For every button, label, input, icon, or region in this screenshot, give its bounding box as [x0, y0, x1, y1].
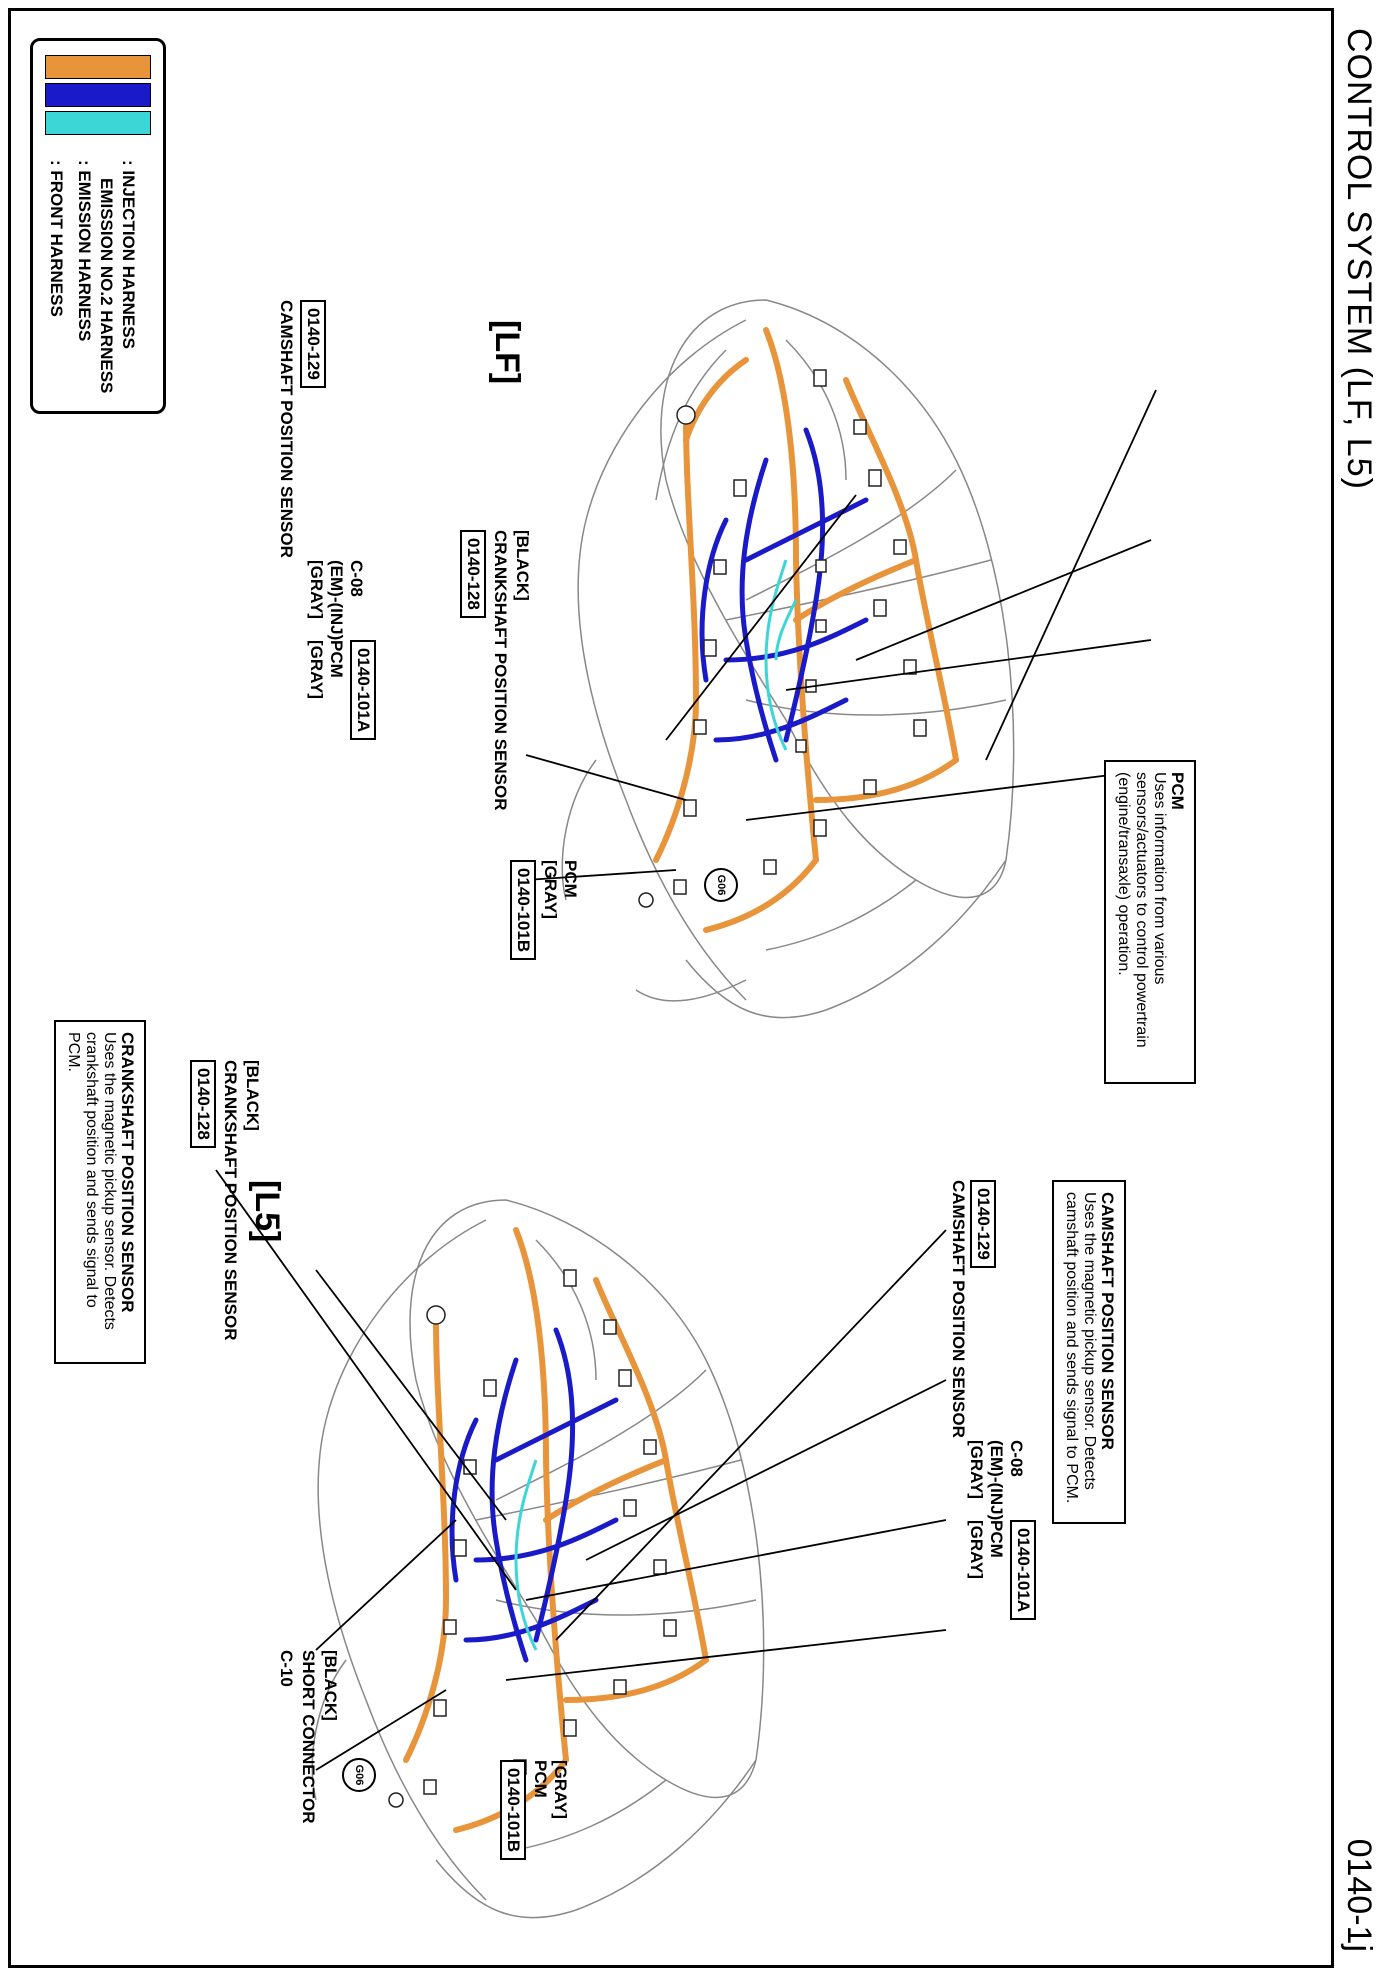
lf-pcm-b-code: 0140-101B	[510, 860, 536, 961]
legend-emission-label: : EMISSION HARNESS	[75, 160, 94, 342]
l5-c08-harness: (EM)-(INJ)	[987, 1440, 1006, 1521]
legend-emission-swatch	[45, 83, 151, 107]
l5-pcm-b-code: 0140-101B	[500, 1760, 526, 1861]
legend-front-swatch	[45, 55, 151, 79]
lf-crank-code: 0140-128	[460, 530, 486, 618]
pcm-note: PCM Uses information from various sensor…	[1104, 760, 1196, 1084]
lf-pcm-a-code: 0140-101A	[350, 640, 376, 741]
l5-pcm-a-code: 0140-101A	[1010, 1520, 1036, 1621]
l5-c10-code: C-10	[277, 1650, 296, 1687]
lf-c08-color: [GRAY]	[307, 560, 326, 619]
lf-pcm-a-name: PCM	[327, 640, 346, 678]
camshaft-note-text: Uses the magnetic pickup sensor. Detects…	[1063, 1192, 1098, 1504]
l5-emission-harness	[449, 1327, 619, 1663]
lf-front-harness	[653, 327, 959, 933]
l5-c08-color: [GRAY]	[967, 1440, 986, 1499]
l5-leader-lines	[215, 1169, 947, 1771]
lf-camshaft-name: CAMSHAFT POSITION SENSOR	[277, 300, 296, 558]
l5-vehicle-outline	[311, 1199, 765, 1919]
l5-crank-name: CRANKSHAFT POSITION SENSOR	[221, 1060, 240, 1341]
lf-pcm-a-color: [GRAY]	[307, 640, 326, 699]
crankshaft-note-title: CRANKSHAFT POSITION SENSOR	[118, 1032, 137, 1313]
lf-pcm-b-color: [GRAY]	[541, 860, 560, 919]
lf-pcm-b-name: PCM	[561, 860, 580, 898]
l5-pcm-b-color: [GRAY]	[551, 1760, 570, 1819]
camshaft-note-title: CAMSHAFT POSITION SENSOR	[1098, 1192, 1117, 1450]
lf-ground-g06: G06	[704, 868, 738, 902]
lf-crank-color: [BLACK]	[513, 530, 532, 601]
l5-pcm-a-color: [GRAY]	[967, 1520, 986, 1579]
page-frame	[8, 8, 1334, 1968]
l5-c08-code: C-08	[1007, 1440, 1026, 1477]
pcm-note-text: Uses information from various sensors/ac…	[1115, 772, 1168, 1048]
lf-leader-lines	[525, 389, 1157, 881]
l5-pcm-a-name: PCM	[987, 1520, 1006, 1558]
lf-connectors	[638, 369, 927, 908]
lf-c08-harness: (EM)-(INJ)	[327, 560, 346, 641]
l5-c10-name: SHORT CONNECTOR	[299, 1650, 318, 1824]
lf-camshaft-code: 0140-129	[300, 300, 326, 388]
l5-connectors	[388, 1269, 677, 1808]
crankshaft-note: CRANKSHAFT POSITION SENSOR Uses the magn…	[54, 1020, 146, 1364]
l5-injection-harness	[514, 1459, 538, 1651]
legend-emission2-label: EMISSION NO.2 HARNESS	[97, 178, 116, 394]
l5-camshaft-code: 0140-129	[970, 1180, 996, 1268]
lf-view-tag: [LF]	[488, 320, 526, 385]
camshaft-note: CAMSHAFT POSITION SENSOR Uses the magnet…	[1052, 1180, 1126, 1524]
crankshaft-note-text: Uses the magnetic pickup sensor. Detects…	[65, 1032, 118, 1330]
l5-pcm-b-name: PCM	[531, 1760, 550, 1798]
legend-injection-label: : INJECTION HARNESS	[119, 160, 138, 349]
legend-injection-swatch	[45, 111, 151, 135]
l5-ground-g06: G06	[342, 1758, 376, 1792]
l5-front-harness	[403, 1227, 709, 1833]
legend-front-label: : FRONT HARNESS	[47, 160, 66, 317]
l5-camshaft-name: CAMSHAFT POSITION SENSOR	[949, 1180, 968, 1438]
lf-vehicle-outline	[561, 299, 1015, 1019]
l5-view-tag: [L5]	[248, 1180, 286, 1243]
lf-c08-code: C-08	[347, 560, 366, 597]
l5-crank-color: [BLACK]	[243, 1060, 262, 1131]
l5-c10-color: [BLACK]	[321, 1650, 340, 1721]
lf-crank-name: CRANKSHAFT POSITION SENSOR	[491, 530, 510, 811]
pcm-note-title: PCM	[1168, 772, 1187, 810]
lf-injection-harness	[764, 559, 798, 751]
l5-crank-code: 0140-128	[190, 1060, 216, 1148]
lf-emission-harness	[699, 427, 869, 763]
